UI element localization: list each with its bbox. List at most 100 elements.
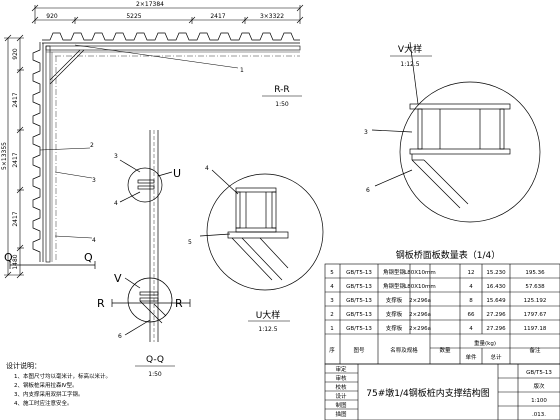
table-cell: 8 <box>469 298 473 304</box>
note-item: 4、施工时应注意安全。 <box>14 399 73 407</box>
table-row: 5 GB/T5-13 角钢型钢 L80X10mm 12 15.230 195.3… <box>330 268 545 276</box>
table-cell: 4 <box>469 284 473 290</box>
header-name: 名称及规格 <box>390 346 418 354</box>
table-cell: 57.638 <box>525 284 545 290</box>
qq-section-scale: 1:50 <box>148 371 162 378</box>
table-cell: 角钢型钢 <box>383 268 406 276</box>
u-detail-mark: U <box>173 167 181 180</box>
section-q-marker <box>9 261 96 269</box>
qq-section-title: Q-Q <box>146 355 164 365</box>
section-q-left: Q <box>4 251 13 264</box>
sheet-pile-wall <box>32 32 301 263</box>
table-row: 1 GB/T5-13 支撑板 2×296a 4 27.296 1197.18 <box>330 324 547 332</box>
header-no: 序 <box>329 346 335 354</box>
table-cell: 1 <box>330 326 334 332</box>
left-dimension-4: 2417 <box>12 211 19 226</box>
table-cell: GB/T5-13 <box>346 312 372 318</box>
table-cell: 2×296a <box>409 326 431 332</box>
top-dimension-1: 920 <box>46 13 58 20</box>
table-cell: 支撑板 <box>386 310 403 318</box>
v-detail-callout-3: 3 <box>364 129 368 136</box>
u-detail-scale: 1:12.5 <box>258 326 277 333</box>
table-cell: 1197.18 <box>524 326 547 332</box>
r-detail-circle <box>127 277 173 323</box>
u-detail-view <box>199 169 324 291</box>
table-cell: 5 <box>330 270 334 276</box>
v-detail-title: V大样 <box>398 43 422 55</box>
v-detail-callout-6: 6 <box>366 187 370 194</box>
table-cell: 角钢型钢 <box>383 282 406 290</box>
table-row: 3 GB/T5-13 支撑板 2×296a 8 15.649 125.192 <box>330 296 546 304</box>
u-detail-callout-5: 5 <box>188 239 192 246</box>
quantity-table-rows: 5 GB/T5-13 角钢型钢 L80X10mm 1 2 15.230 195.3… <box>329 268 547 361</box>
table-cell: 125.192 <box>524 298 547 304</box>
plan-callout-4: 4 <box>92 237 96 244</box>
title-block-grid <box>324 363 560 420</box>
table-cell: GB/T5-13 <box>346 284 372 290</box>
left-pile-corrugation <box>32 42 41 262</box>
table-cell: 2 <box>330 312 334 318</box>
header-code: 图号 <box>353 346 365 354</box>
plan-callout-leaders <box>39 44 239 239</box>
role-4: 设计 <box>335 392 347 400</box>
header-remark: 备注 <box>529 346 541 354</box>
table-cell: L80X10mm <box>404 284 436 290</box>
note-item: 1、本图尺寸均以毫米计，标高以米计。 <box>14 372 111 380</box>
table-cell: 4 <box>330 284 334 290</box>
qq-section-pile <box>111 130 191 342</box>
top-dimension-chain <box>31 4 304 24</box>
table-row: 2 GB/T5-13 支撑板 2×296a 66 27.296 1797.67 <box>330 310 547 318</box>
qq-callout-3: 3 <box>114 153 118 160</box>
role-1: 审定 <box>335 365 347 373</box>
table-header-row: 序 图号 名称及规格 数量 重量(kg) 单件 总计 备注 <box>329 339 541 361</box>
top-dimension-2: 5225 <box>126 13 141 20</box>
table-cell: 2×296a <box>409 312 431 318</box>
plan-callout-3: 3 <box>92 177 96 184</box>
role-3: 校核 <box>335 383 347 391</box>
left-dimension-2: 2417 <box>12 92 19 107</box>
plan-callout-1: 1 <box>240 67 244 74</box>
v-detail-scale: 1:12.5 <box>400 61 419 68</box>
u-detail-circle <box>127 167 163 203</box>
drawing-number: GB/T5-13 <box>526 370 552 376</box>
table-cell: 2×296a <box>409 298 431 304</box>
table-cell: GB/T5-13 <box>346 326 372 332</box>
table-cell: 195.36 <box>525 270 545 276</box>
left-total-dimension: 5×13355 <box>1 142 8 170</box>
left-dimension-1: 920 <box>12 48 19 60</box>
table-cell: GB/T5-13 <box>346 270 372 276</box>
left-dimension-chain <box>4 34 24 279</box>
plan-callout-2: 2 <box>90 142 94 149</box>
note-item: 3、内支撑采用双拼工字钢。 <box>14 390 84 398</box>
drawing-date: .013. <box>532 412 546 418</box>
table-cell: L80X10mm <box>404 270 436 276</box>
u-detail-callout-4: 4 <box>205 165 209 172</box>
table-cell: 4 <box>469 326 473 332</box>
sheet-revision: 版次 <box>533 382 545 390</box>
table-cell: 3 <box>330 298 334 304</box>
section-r-right: R <box>175 297 183 310</box>
title-block-roles: 审定 审核 校核 设计 制图 描图 <box>335 365 347 418</box>
table-cell: 15.230 <box>486 270 506 276</box>
section-q-right: Q <box>84 251 93 264</box>
header-count: 数量 <box>439 346 451 354</box>
quantity-table-title: 钢板桥面板数量表（1/4） <box>396 249 501 261</box>
role-5: 制图 <box>335 401 347 409</box>
u-detail-title: U大样 <box>256 309 281 321</box>
table-cell: 支撑板 <box>386 324 403 332</box>
notes-heading: 设计说明： <box>6 361 41 370</box>
left-dimension-5: 1480 <box>12 254 19 269</box>
v-detail-mark: V <box>114 272 122 285</box>
rr-section-scale: 1:50 <box>275 101 289 108</box>
left-dimension-3: 2417 <box>12 152 19 167</box>
table-row: 4 GB/T5-13 角钢型钢 L80X10mm 4 16.430 57.638 <box>330 282 545 290</box>
note-item: 2、钢板桩采用拉森Ⅳ型。 <box>14 381 78 389</box>
rr-section-title: R-R <box>274 85 289 95</box>
table-cell: 15.649 <box>486 298 506 304</box>
qq-callout-4: 4 <box>114 200 118 207</box>
table-cell: 27.296 <box>486 312 506 318</box>
drawing-scale: 1:100 <box>531 398 547 404</box>
header-unit: 单件 <box>465 353 477 361</box>
